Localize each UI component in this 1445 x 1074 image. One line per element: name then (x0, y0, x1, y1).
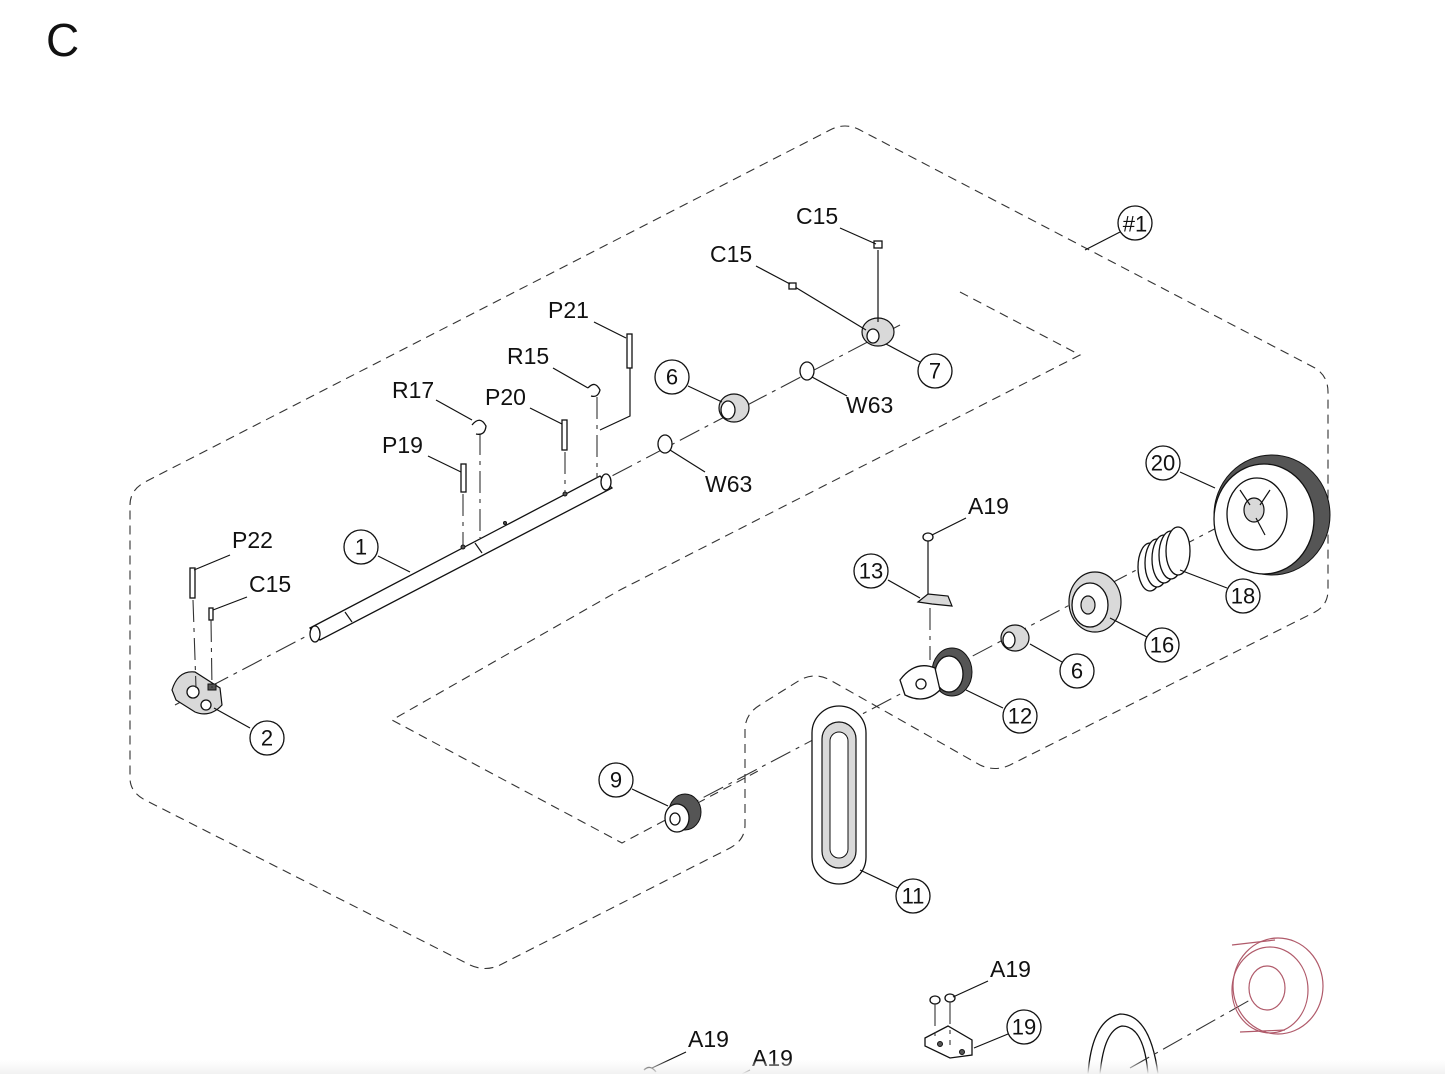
bottom-edge-shadow (0, 1060, 1445, 1074)
callout-13 (853, 553, 889, 589)
washer-w63-lower (657, 434, 673, 454)
large-pulley (1213, 454, 1331, 576)
label-a19-bottom-left: A19 (688, 1026, 729, 1052)
clutch-part (1068, 571, 1122, 633)
label-p19: P19 (382, 432, 423, 458)
bushing-lower (1000, 624, 1030, 652)
callout-2 (249, 720, 285, 756)
label-p20: P20 (485, 384, 526, 410)
label-c15-left: C15 (249, 571, 291, 597)
label-c15-top: C15 (796, 203, 838, 229)
label-p22: P22 (232, 527, 273, 553)
callout-7-text: 7 (929, 359, 941, 384)
assembly-label: #1 (1123, 212, 1147, 237)
section-letter: C (46, 14, 79, 66)
label-w63-lower: W63 (705, 471, 752, 497)
crank-part (171, 671, 223, 715)
ring-r17 (471, 419, 487, 435)
callout-7 (917, 353, 953, 389)
label-c15-mid: C15 (710, 241, 752, 267)
callout-9 (598, 762, 634, 798)
spring-part (1137, 526, 1191, 592)
shaft-zone-boundary (390, 291, 1082, 844)
label-r17: R17 (392, 377, 434, 403)
callout-20-text: 20 (1151, 451, 1175, 476)
label-r15: R15 (507, 343, 549, 369)
pins (189, 333, 633, 689)
label-a19-bottom-right: A19 (990, 956, 1031, 982)
ring-r15 (587, 383, 601, 398)
cam-gear-part (899, 647, 973, 700)
label-a19-mid: A19 (968, 493, 1009, 519)
callout-6-lower (1059, 653, 1095, 689)
clip-part (916, 532, 953, 660)
callout-6-upper (654, 359, 690, 395)
bushing-upper (718, 393, 750, 423)
callout-19-text: 19 (1012, 1015, 1036, 1040)
label-p21: P21 (548, 297, 589, 323)
callout-20 (1145, 445, 1181, 481)
assembly-leader (1084, 231, 1121, 251)
lower-section-parts (643, 937, 1324, 1074)
washer-w63-upper (799, 361, 815, 381)
callout-9-text: 9 (610, 768, 622, 793)
callout-6-lower-text: 6 (1071, 659, 1083, 684)
callout-6-upper-text: 6 (666, 365, 678, 390)
collar-part (788, 240, 895, 347)
callout-2-text: 2 (261, 726, 273, 751)
small-gear-part (664, 793, 702, 833)
callout-18-text: 18 (1231, 584, 1255, 609)
assembly-boundary (129, 125, 1329, 970)
callout-13-text: 13 (859, 559, 883, 584)
callout-16-text: 16 (1150, 633, 1174, 658)
number-callouts: 1 2 6 7 9 11 12 13 16 18 19 20 (213, 343, 1261, 1049)
shaft-part (308, 473, 614, 643)
timing-belt-part (811, 705, 867, 885)
callout-16 (1144, 627, 1180, 663)
callout-19 (1006, 1009, 1042, 1045)
callout-1 (343, 529, 379, 565)
callout-11 (895, 878, 931, 914)
assembly-callout (1117, 205, 1153, 241)
label-w63-upper: W63 (846, 392, 893, 418)
callout-12 (1002, 698, 1038, 734)
callout-11-text: 11 (902, 884, 925, 909)
callout-1-text: 1 (355, 535, 367, 560)
text-labels: C15 C15 P21 R15 R17 P20 P19 P22 C15 W63 … (193, 203, 1031, 1074)
callout-12-text: 12 (1008, 704, 1032, 729)
callout-18 (1225, 578, 1261, 614)
